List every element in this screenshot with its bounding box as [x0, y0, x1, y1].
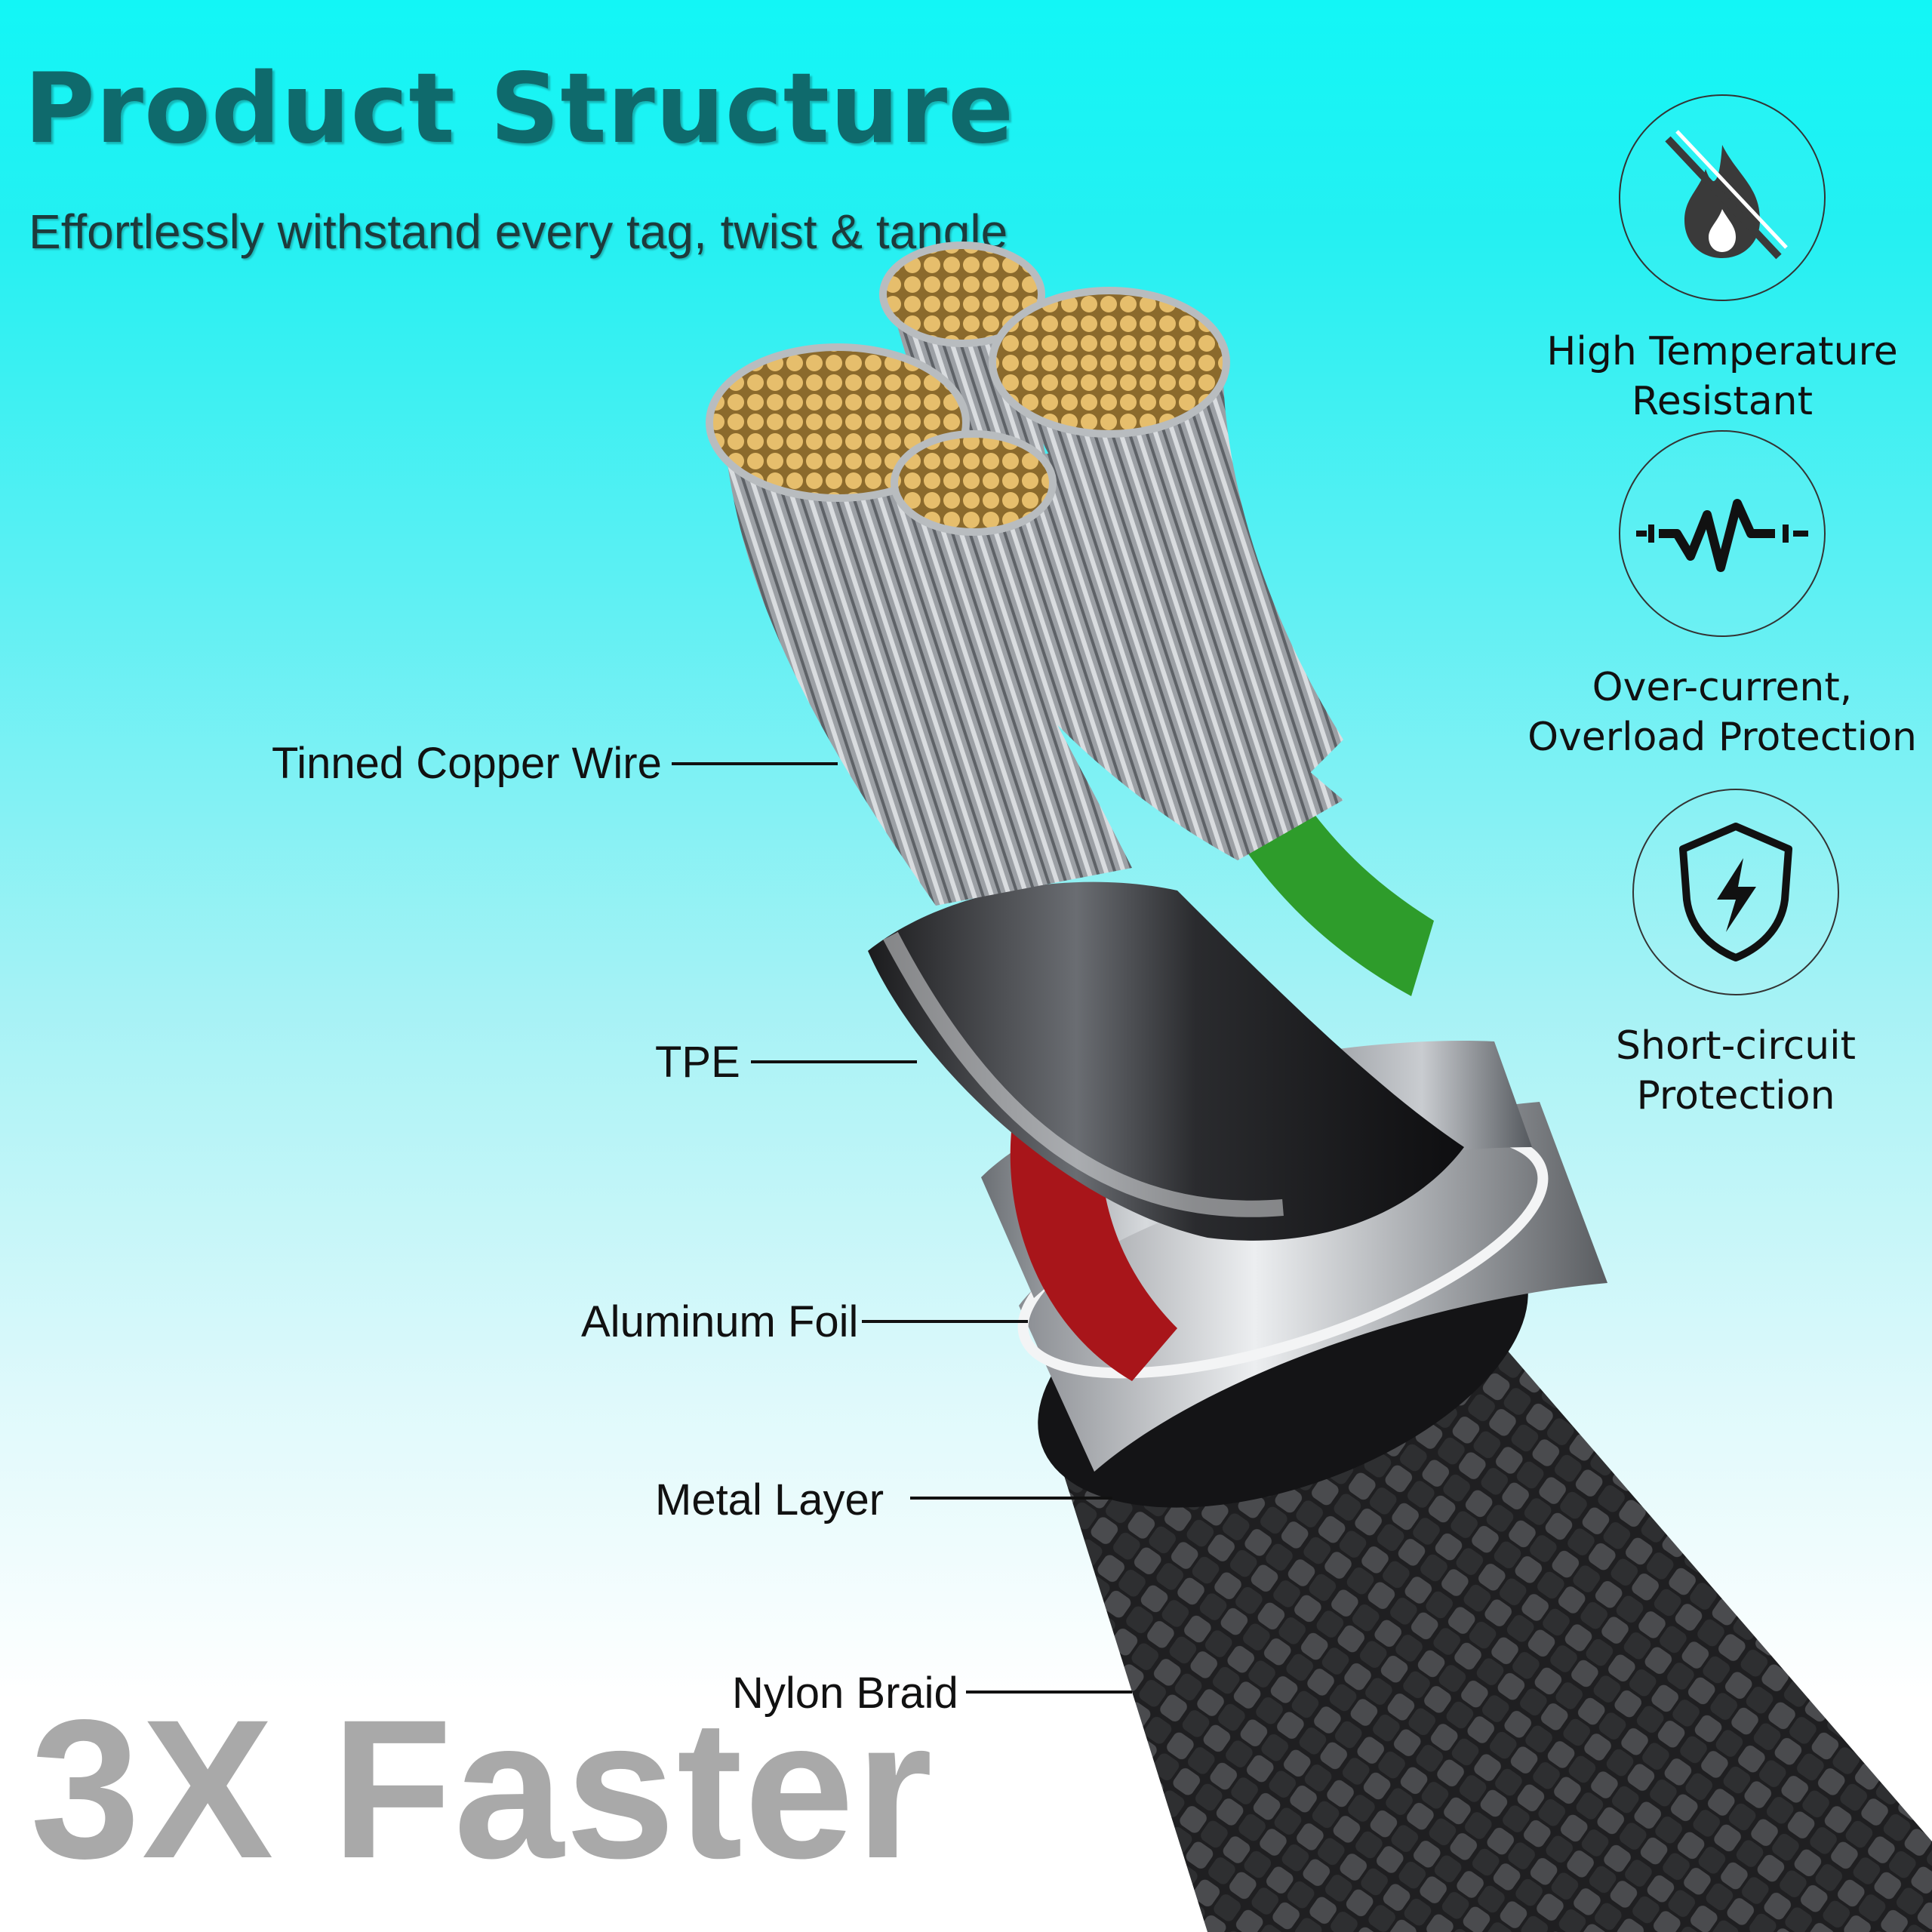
label-metal-layer: Metal Layer	[655, 1475, 884, 1524]
shield-lightning-icon	[1632, 789, 1839, 995]
feature-short-circuit: Short-circuit Protection	[1540, 789, 1932, 1121]
leader-nylon-braid	[966, 1690, 1132, 1694]
feature-caption: Over-current, Overload Protection	[1526, 663, 1918, 762]
fire-slash-icon	[1619, 94, 1826, 301]
leader-aluminum-foil	[862, 1320, 1028, 1323]
feature-high-temperature: High Temperature Resistant	[1526, 94, 1918, 426]
feature-line1: Short-circuit	[1616, 1023, 1856, 1069]
page-title: Product Structure	[24, 53, 1014, 165]
page-subtitle: Effortlessly withstand every tag, twist …	[29, 205, 1008, 259]
leader-tpe	[751, 1060, 917, 1063]
feature-line1: High Temperature	[1546, 329, 1898, 374]
leader-metal-layer	[910, 1497, 1112, 1500]
feature-line2: Resistant	[1631, 379, 1814, 424]
feature-caption: High Temperature Resistant	[1526, 327, 1918, 426]
label-tpe: TPE	[655, 1038, 740, 1087]
feature-line2: Overload Protection	[1527, 715, 1917, 760]
feature-line2: Protection	[1636, 1073, 1835, 1118]
waveform-icon	[1619, 430, 1826, 637]
label-aluminum-foil: Aluminum Foil	[581, 1297, 859, 1346]
label-tinned-copper-wire: Tinned Copper Wire	[272, 739, 662, 788]
feature-caption: Short-circuit Protection	[1540, 1021, 1932, 1121]
label-nylon-braid: Nylon Braid	[732, 1669, 958, 1718]
feature-line1: Over-current,	[1592, 665, 1853, 710]
feature-overcurrent: Over-current, Overload Protection	[1526, 430, 1918, 762]
leader-tinned-copper-wire	[672, 762, 838, 765]
headline-3x-faster: 3X Faster	[30, 1678, 934, 1900]
